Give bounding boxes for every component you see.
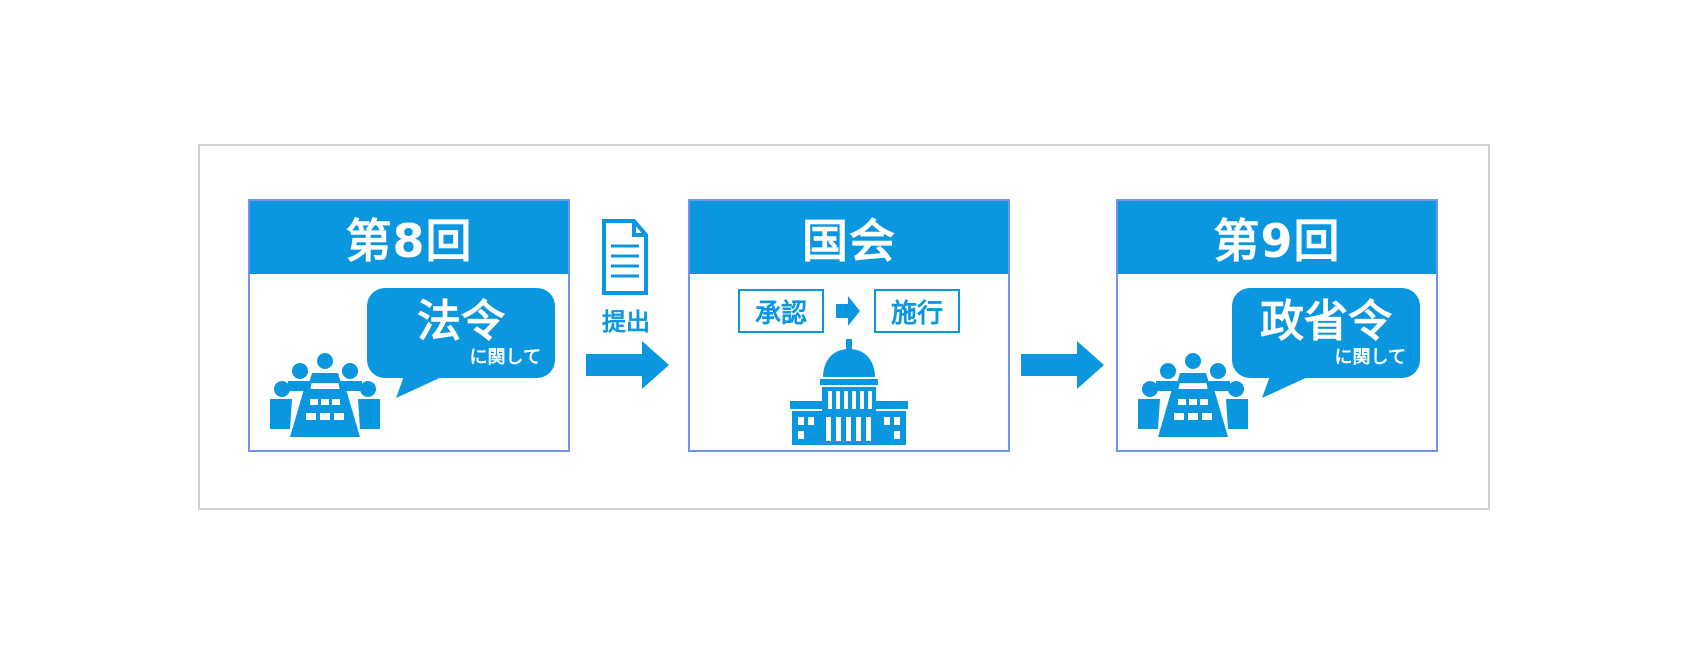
arrow-right-icon: [586, 341, 669, 389]
arrow-right-icon: [1021, 341, 1104, 389]
capitol-building-icon: [790, 339, 908, 445]
panel-title: 第8回: [250, 201, 568, 274]
panel-step-8: 第8回 法令 に関して: [248, 199, 570, 452]
bubble-tail: [1261, 376, 1311, 398]
panel-title: 国会: [690, 201, 1008, 274]
bubble-tail: [395, 376, 445, 398]
small-arrow-icon: [836, 296, 860, 326]
speech-bubble: 政省令 に関して: [1232, 288, 1420, 378]
bubble-sub-text: に関して: [1334, 347, 1406, 368]
enforcement-tag: 施行: [874, 289, 960, 333]
diagram-frame: [198, 144, 1490, 510]
bubble-main-text: 法令: [417, 296, 505, 347]
document-icon: [602, 219, 648, 295]
panel-step-9: 第9回 政省令 に関して: [1116, 199, 1438, 452]
submit-label: 提出: [602, 308, 650, 336]
bubble-main-text: 政省令: [1260, 296, 1392, 347]
panel-title: 第9回: [1118, 201, 1436, 274]
approval-tag: 承認: [738, 289, 824, 333]
panel-diet: 国会 承認 施行: [688, 199, 1010, 452]
speech-bubble: 法令 に関して: [367, 288, 555, 378]
bubble-sub-text: に関して: [469, 347, 541, 368]
meeting-icon: [1138, 353, 1248, 437]
meeting-icon: [270, 353, 380, 437]
